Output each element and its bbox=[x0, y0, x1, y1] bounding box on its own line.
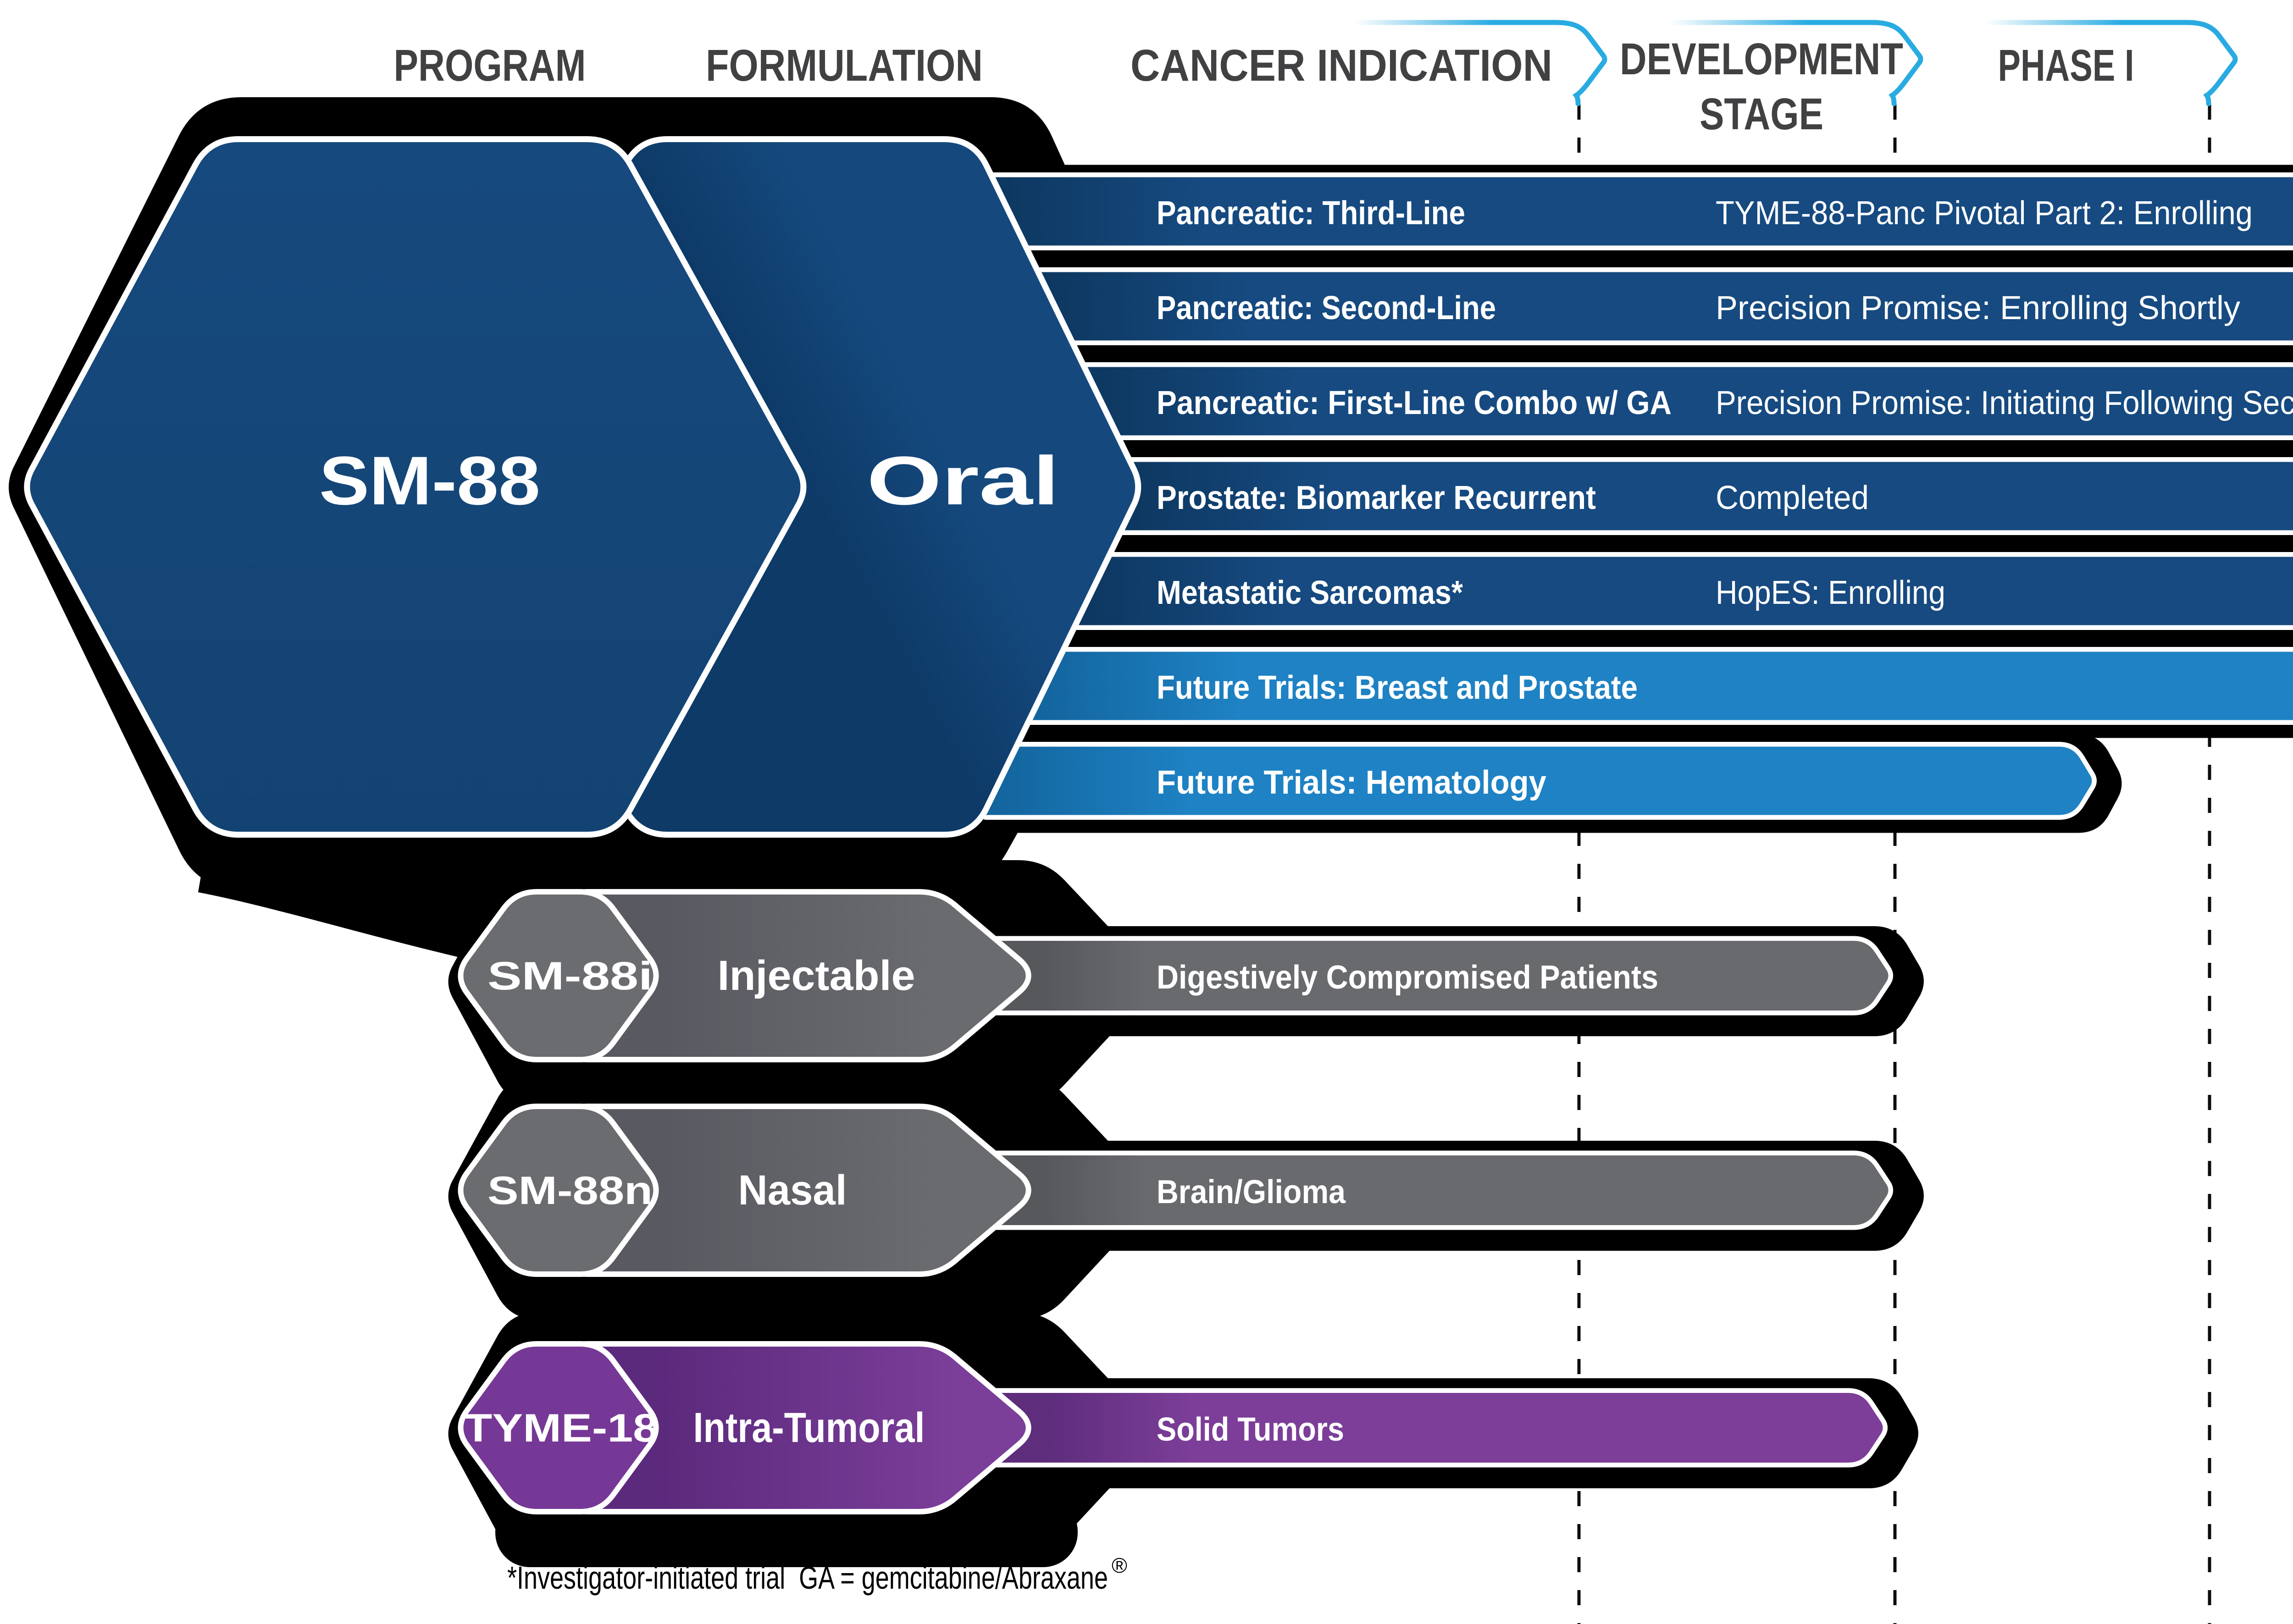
svg-text:Pancreatic: First-Line Combo w: Pancreatic: First-Line Combo w/ GA bbox=[1157, 385, 1672, 421]
svg-text:STAGE: STAGE bbox=[1700, 89, 1823, 139]
svg-text:Solid Tumors: Solid Tumors bbox=[1157, 1411, 1344, 1448]
svg-text:Completed: Completed bbox=[1716, 480, 1869, 516]
svg-text:Future Trials: Hematology: Future Trials: Hematology bbox=[1157, 764, 1546, 801]
svg-text:Intra-Tumoral: Intra-Tumoral bbox=[693, 1404, 925, 1451]
svg-text:PROGRAM: PROGRAM bbox=[394, 40, 586, 90]
svg-text:Digestively Compromised Patien: Digestively Compromised Patients bbox=[1157, 959, 1658, 996]
svg-text:SM-88n: SM-88n bbox=[487, 1169, 653, 1213]
svg-text:CANCER INDICATION: CANCER INDICATION bbox=[1130, 40, 1552, 90]
svg-text:Injectable: Injectable bbox=[718, 952, 915, 999]
svg-text:Nasal: Nasal bbox=[738, 1167, 847, 1214]
svg-text:DEVELOPMENT: DEVELOPMENT bbox=[1620, 34, 1903, 84]
svg-text:SM-88i: SM-88i bbox=[487, 954, 653, 998]
svg-text:Prostate: Biomarker Recurrent: Prostate: Biomarker Recurrent bbox=[1157, 480, 1596, 516]
svg-text:Oral: Oral bbox=[867, 442, 1059, 519]
svg-text:Pancreatic: Third-Line: Pancreatic: Third-Line bbox=[1157, 195, 1465, 232]
svg-text:SM-88: SM-88 bbox=[319, 442, 540, 519]
svg-text:®: ® bbox=[1112, 1553, 1127, 1577]
svg-text:PHASE I: PHASE I bbox=[1998, 40, 2134, 90]
svg-text:Brain/Glioma: Brain/Glioma bbox=[1157, 1174, 1346, 1210]
svg-text:Precision Promise: Enrolling S: Precision Promise: Enrolling Shortly bbox=[1716, 290, 2240, 326]
svg-text:TYME-18: TYME-18 bbox=[464, 1406, 659, 1450]
svg-text:Precision Promise: Initiating: Precision Promise: Initiating Following … bbox=[1716, 385, 2293, 421]
svg-text:HopES: Enrolling: HopES: Enrolling bbox=[1716, 574, 1945, 611]
svg-text:TYME-88-Panc Pivotal Part 2: E: TYME-88-Panc Pivotal Part 2: Enrolling bbox=[1716, 195, 2253, 232]
svg-text:Metastatic Sarcomas*: Metastatic Sarcomas* bbox=[1157, 574, 1463, 611]
svg-text:FORMULATION: FORMULATION bbox=[706, 40, 983, 90]
svg-text:Future Trials: Breast and Pros: Future Trials: Breast and Prostate bbox=[1157, 669, 1638, 706]
svg-text:Pancreatic: Second-Line: Pancreatic: Second-Line bbox=[1157, 290, 1496, 326]
